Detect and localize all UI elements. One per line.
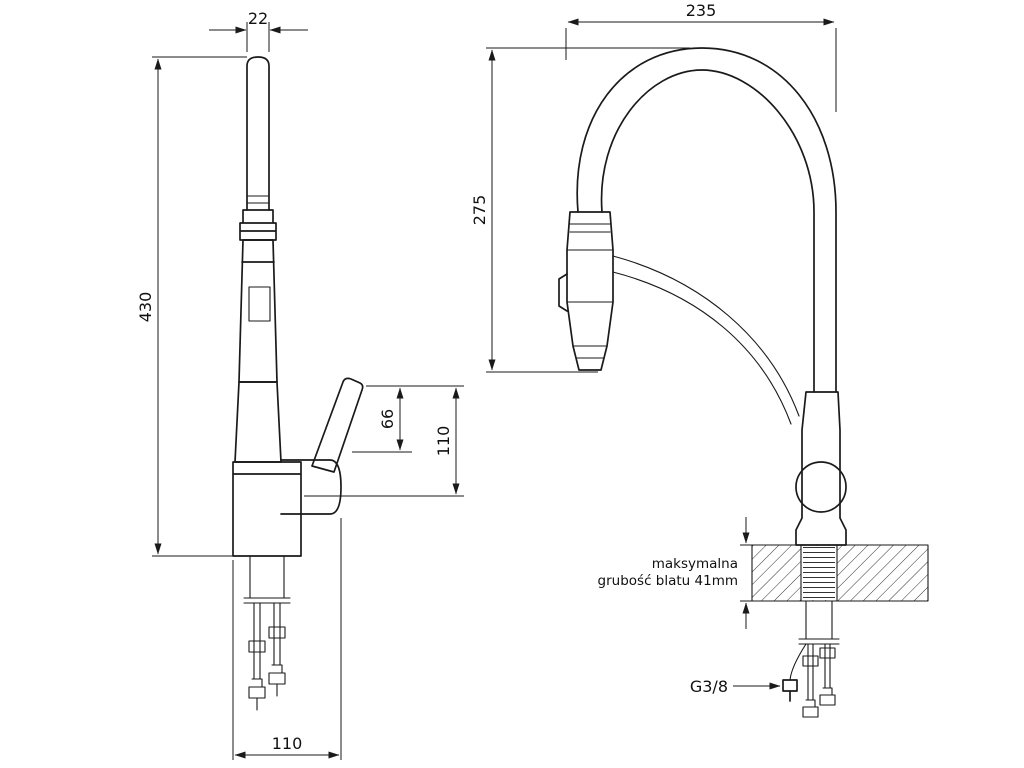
dim-total-height-label: 430 (136, 292, 155, 323)
dim-front-width-extensions (565, 28, 837, 112)
thread-size-label: G3/8 (690, 677, 728, 696)
front-view (558, 47, 929, 718)
dim-counter-thickness-extensions (740, 544, 752, 602)
spout-collar (239, 209, 277, 241)
spout-tube-rings (246, 195, 270, 204)
spout-tube-outline (246, 56, 270, 211)
front-threaded-shank (805, 600, 833, 640)
hose-fittings (248, 664, 286, 711)
upper-body (238, 239, 278, 383)
g38-hose (789, 643, 807, 681)
handle-pivot-boss (280, 459, 342, 515)
dim-handle-depth-label: 110 (434, 426, 453, 457)
label-thread-size: G3/8 (690, 677, 781, 696)
dim-base-depth-label: 110 (272, 734, 303, 753)
dim-spout-clearance-label: 275 (470, 195, 489, 226)
dim-handle-depth: 110 (304, 387, 464, 497)
front-washer-lines (798, 638, 840, 645)
lower-body (234, 381, 282, 463)
dim-handle-height-label: 66 (378, 409, 397, 429)
counter-note-line1: maksymalna (652, 556, 738, 572)
countertop-hatch (752, 545, 928, 601)
dim-spout-clearance: 275 (470, 47, 690, 373)
mounting-flange-circle (795, 461, 847, 513)
dim-counter-thickness: maksymalna grubość blatu 41mm (598, 517, 752, 629)
front-mounting-nuts (802, 647, 836, 667)
dim-spout-width-extensions (246, 22, 270, 52)
gooseneck-inner (600, 69, 815, 393)
spray-head-button (558, 273, 568, 312)
countertop-shank-edges (800, 544, 838, 602)
mounting-nuts (248, 626, 286, 653)
dim-base-depth: 110 (232, 518, 342, 760)
spray-head-rings (566, 223, 614, 359)
front-hose-tails (802, 687, 836, 718)
counter-note-line2: grubość blatu 41mm (598, 573, 738, 589)
pull-down-hose (612, 255, 800, 425)
spray-head (566, 211, 614, 371)
g38-connector (782, 679, 798, 702)
front-mounting-studs (807, 643, 831, 701)
dim-front-width: 235 (565, 1, 837, 112)
side-view (232, 56, 364, 711)
threaded-shank (249, 555, 285, 599)
dim-spout-clearance-extensions (486, 47, 690, 373)
base-body (232, 461, 302, 557)
dim-spout-width: 22 (209, 9, 308, 52)
countertop-outline (751, 544, 929, 602)
countertop-shank-threads (803, 547, 835, 599)
handle-lever (311, 377, 364, 473)
dim-handle-height: 66 (352, 385, 464, 453)
body-badge (248, 286, 271, 322)
washer-lines (243, 597, 291, 604)
dim-spout-width-label: 22 (248, 9, 268, 28)
dim-total-height-extensions (152, 56, 247, 557)
dim-front-width-label: 235 (686, 1, 717, 20)
dim-total-height: 430 (136, 56, 247, 557)
gooseneck-outer (576, 47, 837, 393)
dim-handle-height-extensions (352, 385, 464, 453)
dim-base-depth-extensions (232, 518, 342, 760)
